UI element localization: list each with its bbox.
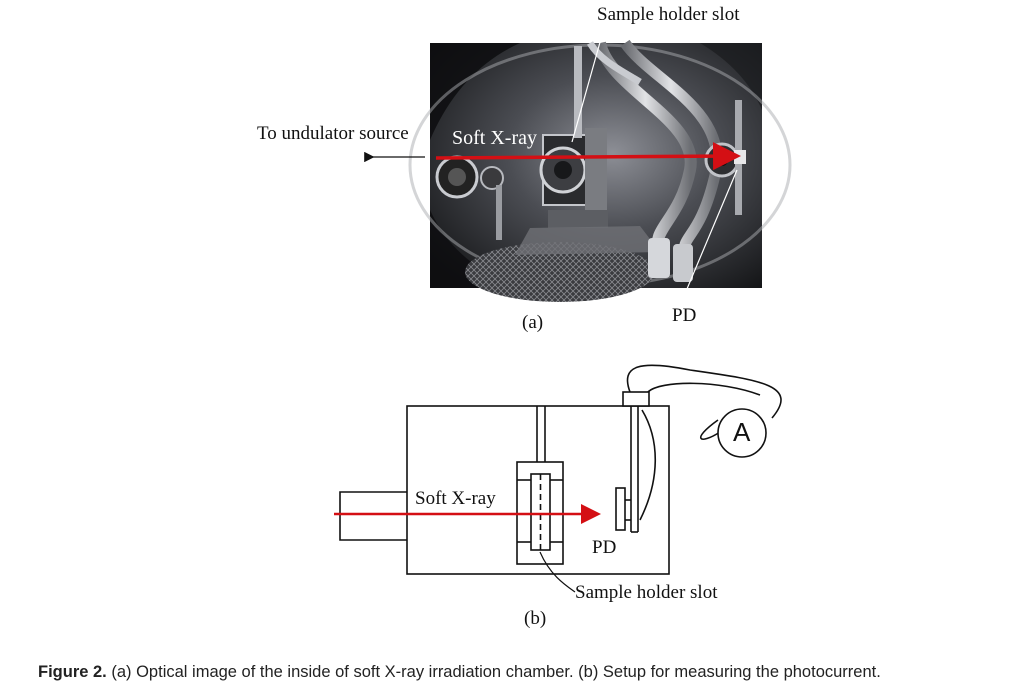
feedthrough [622, 391, 650, 407]
chamber-photo [408, 27, 792, 302]
caption-text: (a) Optical image of the inside of soft … [106, 663, 881, 681]
pd-leader-line [683, 169, 738, 297]
label-undulator-source: To undulator source [257, 123, 409, 144]
caption-label: Figure 2. [38, 663, 107, 681]
label-sample-holder-a: Sample holder slot [597, 4, 740, 25]
ammeter [717, 408, 767, 458]
sample-slot-leader-line [571, 27, 605, 143]
panel-letter-b: (b) [524, 608, 547, 629]
label-sample-holder-b: Sample holder slot [575, 582, 718, 603]
beam-arrow-photo [435, 142, 741, 171]
label-soft-xray-a: Soft X-ray [452, 127, 537, 149]
beam-port [339, 491, 407, 541]
label-pd-b: PD [592, 537, 617, 558]
label-soft-xray-b: Soft X-ray [415, 488, 496, 509]
wire-upper [626, 364, 782, 419]
setup-schematic [339, 364, 782, 593]
panel-letter-a: (a) [522, 312, 544, 333]
wire-lower [699, 419, 721, 440]
photodiode [615, 487, 626, 531]
figure-caption: Figure 2. (a) Optical image of the insid… [38, 663, 881, 682]
ammeter-symbol: A [733, 417, 751, 447]
label-pd-a: PD [672, 305, 697, 326]
